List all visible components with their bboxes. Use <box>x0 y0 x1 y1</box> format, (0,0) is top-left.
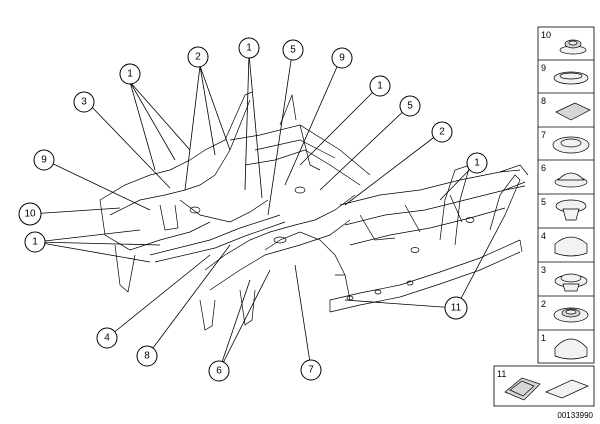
svg-text:10: 10 <box>24 209 36 220</box>
legend-item-3: 3 <box>541 265 588 292</box>
svg-text:5: 5 <box>541 197 546 207</box>
svg-text:7: 7 <box>308 365 314 376</box>
svg-text:7: 7 <box>541 130 546 140</box>
svg-text:2: 2 <box>541 299 546 309</box>
svg-text:1: 1 <box>127 69 133 80</box>
legend-item-1: 1 <box>541 333 588 360</box>
svg-text:9: 9 <box>41 155 47 166</box>
callout-5-right: 5 <box>399 95 421 117</box>
svg-text:3: 3 <box>541 265 546 275</box>
callout-4-bottom: 4 <box>96 327 118 349</box>
svg-text:1: 1 <box>541 333 546 343</box>
svg-text:10: 10 <box>541 30 551 40</box>
svg-text:1: 1 <box>32 237 38 248</box>
callout-11-right: 11 <box>444 296 468 320</box>
svg-text:5: 5 <box>290 45 296 56</box>
svg-text:1: 1 <box>474 158 480 169</box>
legend-item-6: 6 <box>541 163 588 188</box>
legend-item-9: 9 <box>541 63 589 85</box>
leader-lines <box>29 53 506 372</box>
legend-item-5: 5 <box>541 197 587 221</box>
callout-9-top: 9 <box>331 47 353 69</box>
callout-10-left: 10 <box>18 202 42 226</box>
svg-text:9: 9 <box>541 63 546 73</box>
svg-text:6: 6 <box>216 366 222 377</box>
callout-2-top: 2 <box>187 46 209 68</box>
svg-text:1: 1 <box>377 81 383 92</box>
svg-text:9: 9 <box>339 53 345 64</box>
parts-legend: 10 9 8 7 6 5 <box>537 26 595 364</box>
svg-text:2: 2 <box>195 52 201 63</box>
svg-text:5: 5 <box>407 101 413 112</box>
svg-text:6: 6 <box>541 163 546 173</box>
callout-1-left-bottom: 1 <box>24 231 46 253</box>
callout-9-left: 9 <box>33 149 55 171</box>
svg-text:8: 8 <box>144 351 150 362</box>
callout-1-right-top: 1 <box>369 75 391 97</box>
callout-6-bottom: 6 <box>208 360 230 382</box>
svg-text:11: 11 <box>497 369 506 379</box>
vehicle-underbody-drawing <box>99 91 529 331</box>
reference-code: 00133990 <box>557 411 593 420</box>
svg-text:1: 1 <box>246 43 252 54</box>
legend-item-7: 7 <box>541 130 590 154</box>
svg-text:4: 4 <box>541 231 546 241</box>
svg-text:11: 11 <box>451 303 462 314</box>
callout-2-right: 2 <box>431 121 453 143</box>
callout-7-bottom: 7 <box>300 359 322 381</box>
callout-1-right: 1 <box>466 152 488 174</box>
callout-8-bottom: 8 <box>136 345 158 367</box>
legend-item-4: 4 <box>541 231 588 257</box>
svg-text:4: 4 <box>104 333 110 344</box>
svg-text:2: 2 <box>439 127 445 138</box>
legend-item-8: 8 <box>541 96 591 121</box>
legend-item-2: 2 <box>541 299 589 323</box>
callout-1-top-center: 1 <box>238 37 260 59</box>
svg-text:3: 3 <box>81 97 87 108</box>
callout-5-top: 5 <box>282 39 304 61</box>
legend-item-11: 11 <box>493 365 595 407</box>
legend-item-10: 10 <box>541 30 587 55</box>
callout-3-left: 3 <box>73 91 95 113</box>
svg-text:8: 8 <box>541 96 546 106</box>
callout-1-top-left: 1 <box>119 63 141 85</box>
